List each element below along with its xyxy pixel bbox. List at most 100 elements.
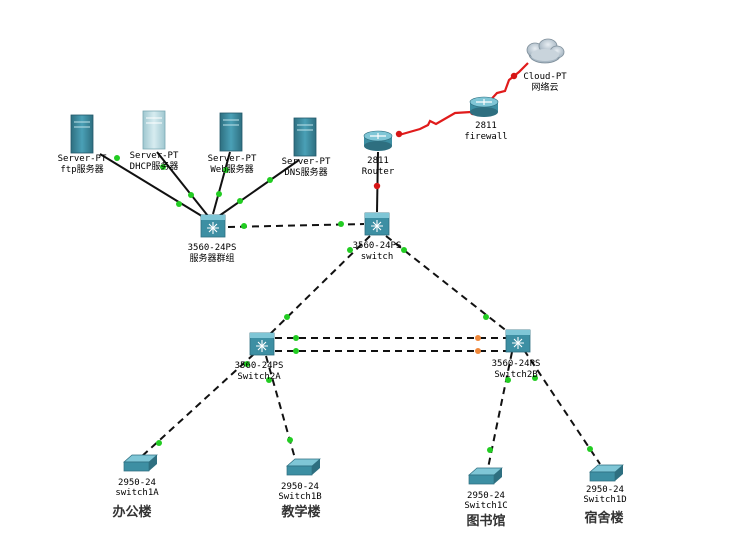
device-label-line1: Server-PT <box>58 154 107 164</box>
port-light-green <box>266 377 272 383</box>
port-light-green <box>293 348 299 354</box>
link-servergroup-ftp[interactable] <box>99 153 206 219</box>
port-light-green <box>483 314 489 320</box>
device-label-line2: 服务器群组 <box>189 252 234 264</box>
port-light-red <box>510 72 518 80</box>
port-light-green <box>487 447 493 453</box>
port-lights <box>114 72 593 453</box>
device-label-line1: 2950-24 <box>467 491 505 501</box>
port-light-green <box>114 155 120 161</box>
device-switch1b[interactable]: 2950-24 Switch1B 教学楼 <box>278 458 322 520</box>
device-cloud[interactable]: Cloud-PT 网络云 <box>523 38 567 93</box>
device-label-line1: 3560-24PS <box>353 241 402 251</box>
port-light-red <box>373 182 381 190</box>
port-light-green <box>237 198 243 204</box>
device-label-line2: DNS服务器 <box>284 166 327 178</box>
device-servergroup-switch[interactable]: 3560-24PS 服务器群组 <box>188 214 237 264</box>
device-label-line2: switch1A <box>115 488 159 498</box>
device-label-line2: DHCP服务器 <box>130 160 179 172</box>
port-light-green <box>532 375 538 381</box>
device-label-line1: Server-PT <box>130 151 179 161</box>
port-light-green <box>347 247 353 253</box>
server-icon <box>293 117 317 157</box>
device-label-line2: Router <box>362 167 395 177</box>
link-servergroup-dns[interactable] <box>218 159 300 217</box>
l3-switch-icon <box>200 214 226 238</box>
device-router[interactable]: 2811 Router <box>362 130 395 177</box>
device-switch1c[interactable]: 2950-24 Switch1C 图书馆 <box>464 467 508 529</box>
port-light-red <box>395 130 403 138</box>
server-icon <box>70 114 94 154</box>
device-label-line1: 3560-24PS <box>492 359 541 369</box>
port-light-green <box>244 361 250 367</box>
l3-switch-icon <box>249 332 275 356</box>
device-firewall[interactable]: 2811 firewall <box>464 96 508 142</box>
link-servergroup-dhcp[interactable] <box>156 151 209 217</box>
port-light-green <box>223 167 229 173</box>
device-switch2b[interactable]: 3560-24PS Switch2B <box>492 329 541 380</box>
port-light-green <box>160 164 166 170</box>
l2-switch-icon <box>589 464 624 482</box>
device-label-line1: 2811 <box>367 156 389 166</box>
device-label-line1: Server-PT <box>208 154 257 164</box>
router-icon <box>469 96 499 117</box>
device-label-line1: 3560-24PS <box>235 361 284 371</box>
link-firewall-router[interactable] <box>398 110 472 137</box>
port-light-orange <box>475 335 481 341</box>
device-label-line1: Server-PT <box>282 157 331 167</box>
device-label-line2: firewall <box>464 132 507 142</box>
port-light-green <box>505 377 511 383</box>
port-light-green <box>287 437 293 443</box>
port-light-green <box>176 201 182 207</box>
port-light-green <box>267 177 273 183</box>
building-label: 宿舍楼 <box>584 510 623 526</box>
device-label-line2: ftp服务器 <box>60 163 103 175</box>
link-switch2b-switch1d[interactable] <box>523 349 601 465</box>
device-switch2a[interactable]: 3560-24PS Switch2A <box>235 332 284 382</box>
link-core-switch2a[interactable] <box>267 235 371 337</box>
port-light-green <box>284 314 290 320</box>
server-icon <box>142 110 166 150</box>
device-label-line2: Switch1B <box>278 492 321 502</box>
device-switch1a[interactable]: 2950-24 switch1A 办公楼 <box>112 454 159 520</box>
l2-switch-icon <box>123 454 158 472</box>
port-light-green <box>401 247 407 253</box>
link-switch2a-switch1a[interactable] <box>139 353 255 459</box>
device-core-switch[interactable]: 3560-24PS switch <box>353 212 402 262</box>
l2-switch-icon <box>286 458 321 476</box>
device-dhcp-server[interactable]: Server-PT DHCP服务器 <box>130 110 179 172</box>
device-ftp-server[interactable]: Server-PT ftp服务器 <box>58 114 107 175</box>
device-switch1d[interactable]: 2950-24 Switch1D 宿舍楼 <box>583 464 627 526</box>
device-label-line1: 2950-24 <box>281 482 319 492</box>
port-light-green <box>293 335 299 341</box>
server-icon <box>219 112 243 152</box>
port-light-green <box>241 223 247 229</box>
device-label-line1: 2950-24 <box>118 478 156 488</box>
device-label-line2: switch <box>361 252 394 262</box>
port-light-green <box>216 191 222 197</box>
device-label-line1: Cloud-PT <box>523 72 567 82</box>
l3-switch-icon <box>505 329 531 353</box>
l3-switch-icon <box>364 212 390 236</box>
building-label: 办公楼 <box>112 504 151 520</box>
link-servergroup-web[interactable] <box>212 151 231 215</box>
port-light-green <box>156 440 162 446</box>
device-label-line2: 网络云 <box>531 81 558 93</box>
port-light-green <box>338 221 344 227</box>
building-label: 教学楼 <box>280 504 320 520</box>
link-router-core[interactable] <box>376 151 379 213</box>
device-label-line1: 3560-24PS <box>188 243 237 253</box>
device-web-server[interactable]: Server-PT Web服务器 <box>208 112 257 175</box>
device-dns-server[interactable]: Server-PT DNS服务器 <box>282 117 331 178</box>
link-switch2a-switch1b[interactable] <box>265 355 297 463</box>
port-light-green <box>587 446 593 452</box>
link-cloud-firewall[interactable] <box>484 62 529 107</box>
device-label-line2: Switch1D <box>583 495 626 505</box>
device-label-line2: Switch2A <box>237 372 281 382</box>
router-icon <box>363 130 393 151</box>
device-label-line2: Switch2B <box>494 370 537 380</box>
link-core-switch2b[interactable] <box>385 235 509 333</box>
device-label-line1: 2811 <box>475 121 497 131</box>
port-light-green <box>188 192 194 198</box>
